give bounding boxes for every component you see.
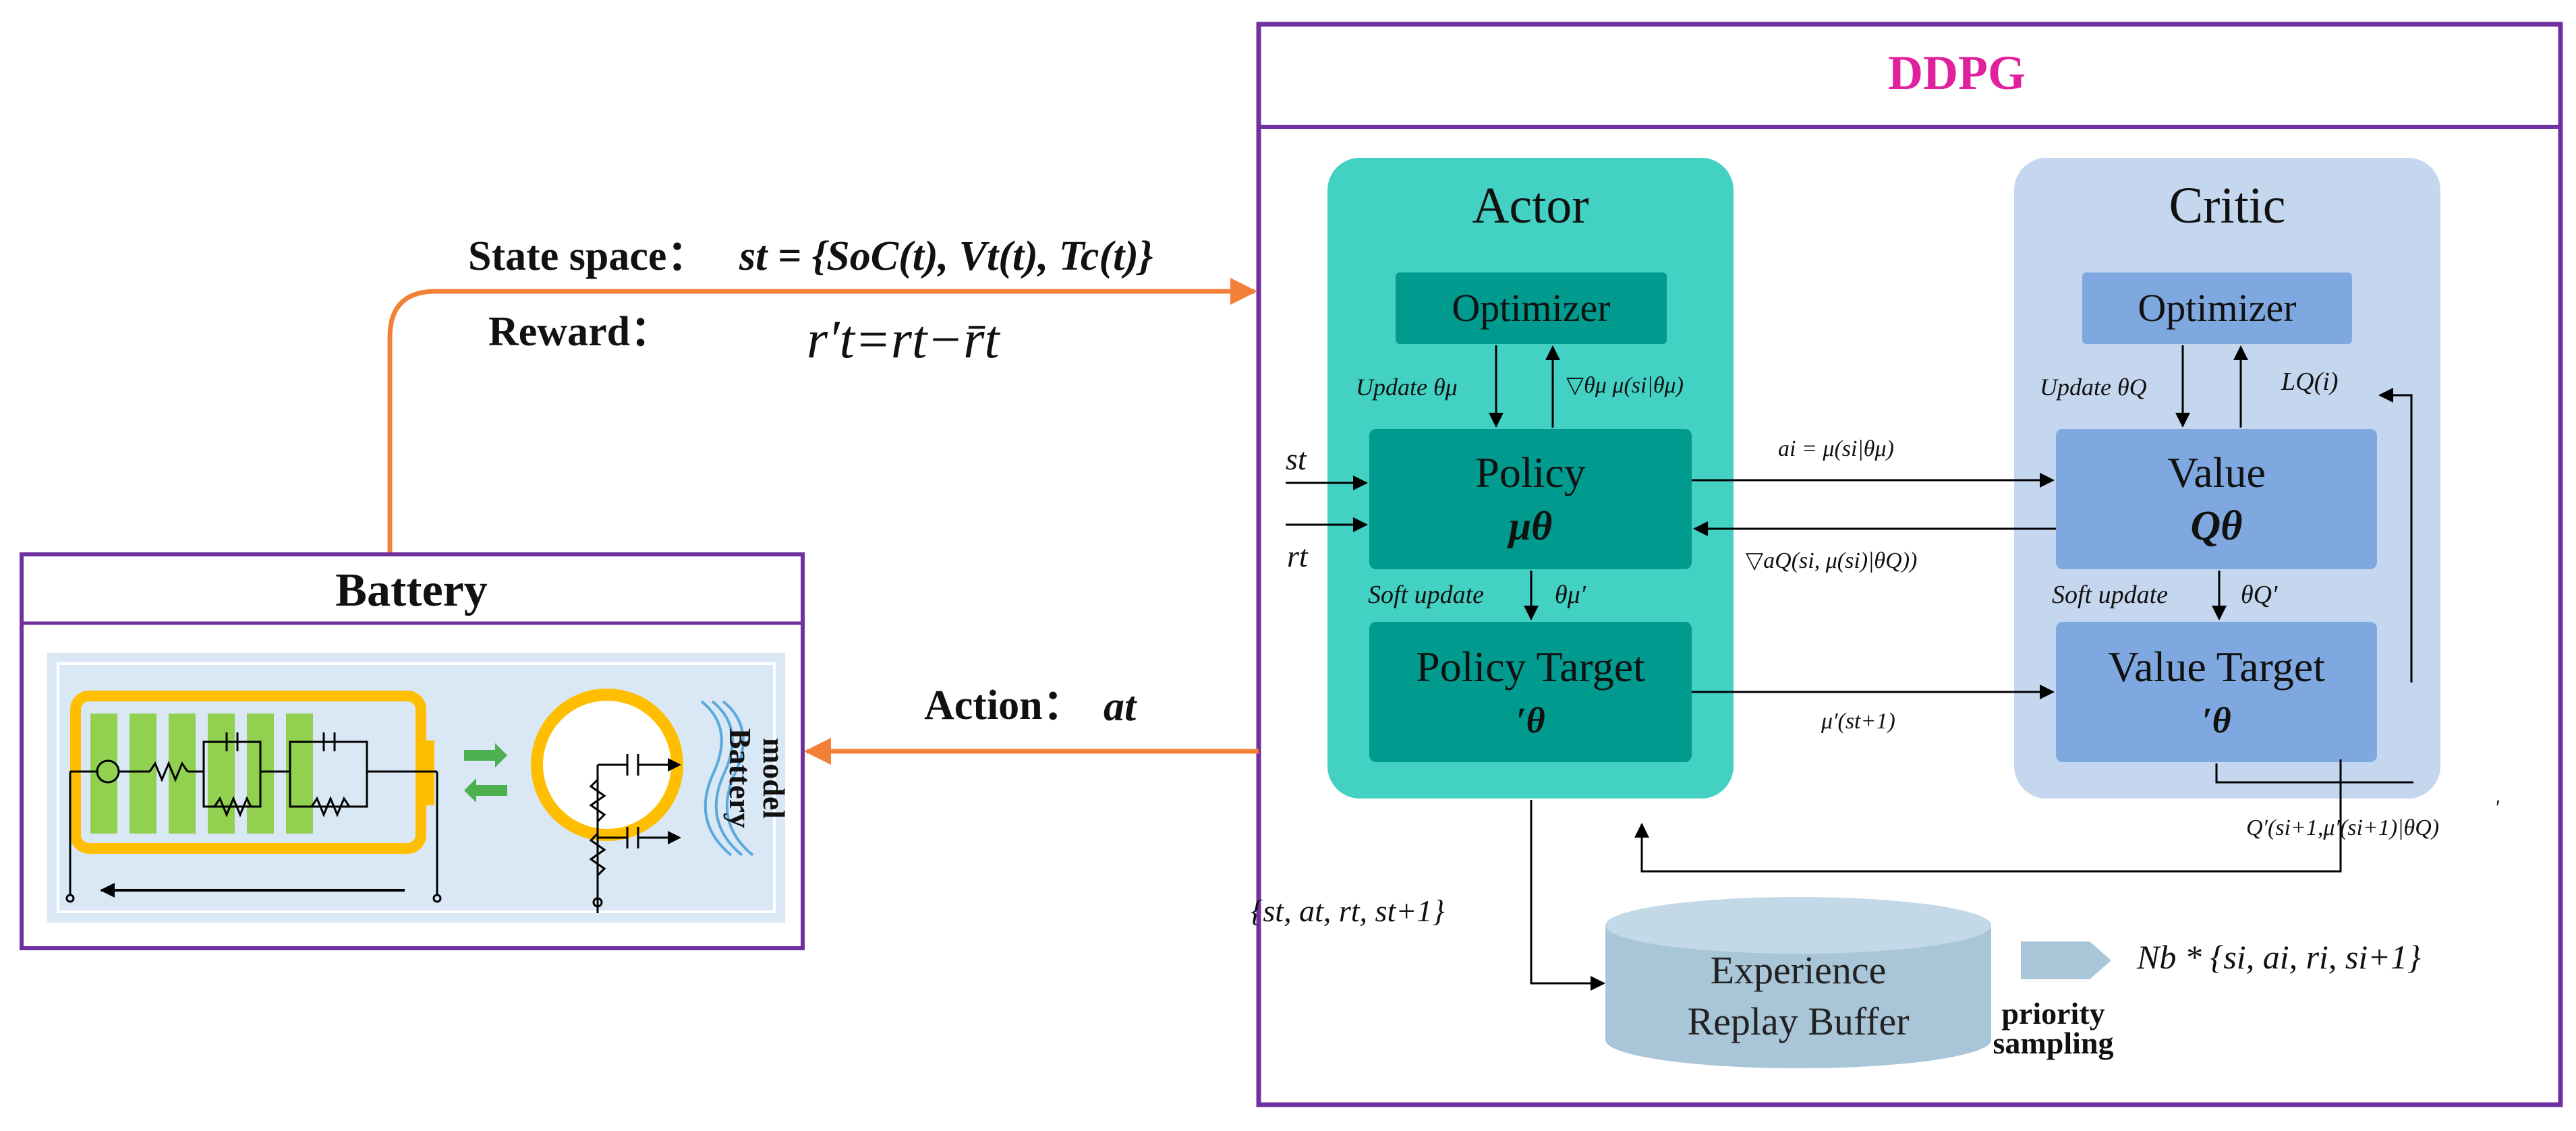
buffer-line2: Replay Buffer — [1687, 999, 1909, 1043]
critic-loss-label: LQ(i) — [2281, 368, 2338, 396]
actor-optimizer-label: Optimizer — [1452, 286, 1610, 330]
exchange-arrows-icon — [464, 743, 507, 803]
buffer-line1: Experience — [1711, 948, 1887, 992]
q-target-return — [1634, 759, 2342, 873]
critic-title: Critic — [2169, 177, 2285, 234]
wave-lines-icon — [700, 700, 754, 857]
state-reward-arrow — [387, 278, 1257, 553]
replay-buffer-top — [1605, 897, 1991, 954]
action-flow-label: ai = μ(si|θμ) — [1778, 436, 1894, 461]
value-target-box — [2056, 622, 2377, 762]
actor-soft-theta-label: θμ′ — [1555, 581, 1586, 609]
policy-label: Policy — [1475, 448, 1586, 496]
transition-arrow — [1530, 800, 1605, 991]
value-label: Value — [2167, 448, 2266, 496]
reward-input-label: rt — [1287, 539, 1309, 573]
minibatch-label: Nb * {si, ai, ri, si+1} — [2136, 938, 2421, 976]
policy-target-box — [1369, 622, 1692, 762]
critic-update-label: Update θQ — [2040, 374, 2147, 401]
actor-gradient-label: ▽θμ μ(si|θμ) — [1566, 373, 1684, 398]
q-target-loop — [2215, 763, 2413, 784]
actor-optimizer-box — [1396, 272, 1667, 344]
critic-soft-theta-label: θQ′ — [2241, 581, 2278, 609]
value-target-symbol: ′θ — [2202, 700, 2231, 741]
ddpg-title: DDPG — [1888, 46, 2026, 100]
critic-soft-update-label: Soft update — [2052, 581, 2168, 609]
sampling-line1: priority — [2001, 996, 2105, 1031]
critic-feedback-line — [2378, 388, 2413, 683]
policy-symbol: μθ — [1507, 504, 1553, 548]
state-input-label: st — [1286, 442, 1307, 476]
action-label: Action： — [924, 683, 1085, 728]
battery-model-label-1: Battery — [723, 728, 757, 828]
sampling-arrow — [2021, 941, 2111, 979]
state-space-formula: st = {SoC(t), Vt(t), Tc(t)} — [739, 233, 1153, 279]
reward-label: Reward： — [488, 309, 672, 355]
transition-label: {st, at, rt, st+1} — [1251, 894, 1445, 928]
target-action-label: μ′(st+1) — [1821, 709, 1895, 734]
critic-optimizer-box — [2082, 272, 2352, 344]
grad-flow-label: ▽aQ(si, μ(si)|θQ)) — [1746, 548, 1917, 573]
q-target-tick: ′ — [2496, 795, 2500, 819]
policy-box — [1369, 429, 1692, 569]
actor-update-label: Update θμ — [1356, 374, 1458, 401]
state-space-label: State space： — [468, 233, 708, 279]
actor-title: Actor — [1472, 177, 1588, 234]
policy-target-symbol: ′θ — [1516, 700, 1545, 741]
reward-formula: r′t=rt−r̄t — [807, 310, 1000, 370]
cell-ring-icon — [531, 689, 683, 913]
battery-model-label-2: model — [757, 738, 791, 819]
value-target-label: Value Target — [2108, 643, 2325, 691]
value-symbol: Qθ — [2191, 503, 2243, 549]
action-formula: at — [1104, 684, 1137, 730]
actor-soft-update-label: Soft update — [1368, 581, 1484, 609]
value-box — [2056, 429, 2377, 569]
critic-optimizer-label: Optimizer — [2138, 286, 2296, 330]
battery-title: Battery — [335, 564, 487, 616]
replay-buffer — [1605, 925, 1991, 1068]
sampling-line2: sampling — [1993, 1026, 2114, 1060]
q-target-label: Q′(si+1,μ′(si+1)|θQ) — [2246, 815, 2439, 840]
equivalent-circuit-icon — [65, 732, 442, 903]
policy-target-label: Policy Target — [1416, 643, 1645, 691]
battery-panel-inner — [57, 662, 776, 913]
